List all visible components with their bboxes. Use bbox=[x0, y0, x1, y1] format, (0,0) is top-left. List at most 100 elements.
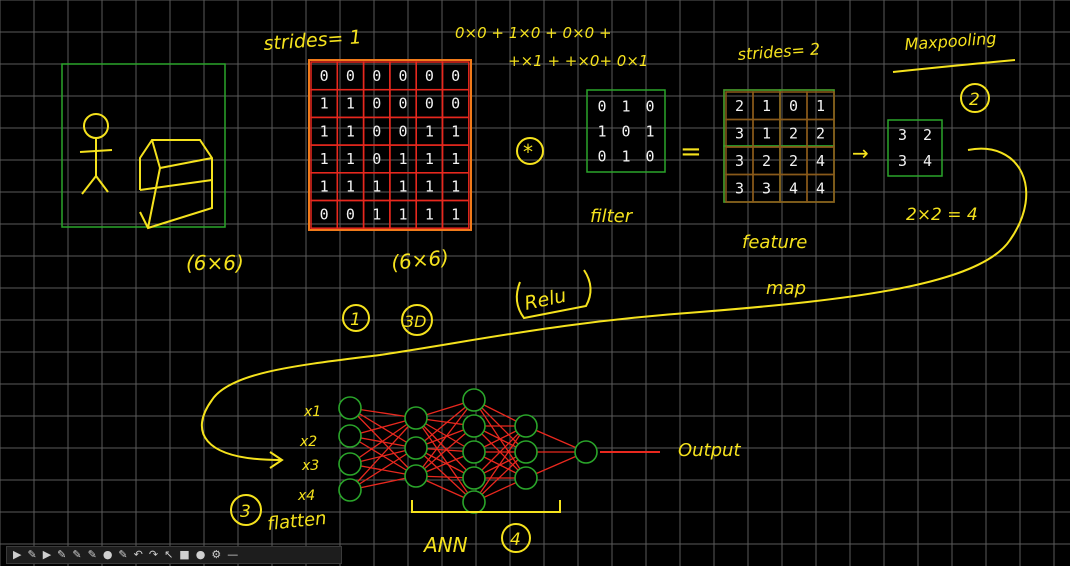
input-matrix-value: 0 bbox=[451, 95, 460, 113]
feature-map-value: 3 bbox=[762, 179, 771, 197]
convolution-calc-line-2: +×1 + +×0+ 0×1 bbox=[508, 52, 648, 70]
filter-value: 0 bbox=[621, 123, 630, 141]
toolbar-tool-icon[interactable]: ✎ bbox=[87, 548, 97, 561]
step-2-label: 2 bbox=[969, 90, 980, 110]
pooled-value: 2 bbox=[923, 126, 932, 144]
input-matrix-value: 1 bbox=[320, 178, 329, 196]
input-matrix-value: 1 bbox=[320, 150, 329, 168]
ann-node bbox=[404, 464, 428, 488]
toolbar-tool-icon[interactable]: ⚙ bbox=[211, 548, 222, 561]
input-matrix-value: 1 bbox=[320, 95, 329, 113]
ann-node bbox=[338, 452, 362, 476]
feature-map-value: 2 bbox=[816, 124, 825, 142]
input-matrix-value: 1 bbox=[346, 95, 355, 113]
input-matrix-value: 1 bbox=[346, 178, 355, 196]
feature-map-value: 3 bbox=[735, 124, 744, 142]
feature-map-value: 4 bbox=[816, 179, 825, 197]
ann-label: ANN bbox=[422, 533, 468, 557]
ann-edge bbox=[349, 447, 417, 491]
input-x2: x2 bbox=[299, 434, 317, 450]
ann-edge bbox=[415, 417, 475, 479]
step-4-label: 4 bbox=[510, 530, 521, 550]
filter-value: 0 bbox=[645, 148, 654, 166]
input-matrix-value: 0 bbox=[399, 95, 408, 113]
toolbar-tool-icon[interactable]: ▶ bbox=[42, 548, 52, 561]
ann-node bbox=[404, 406, 428, 430]
ann-node bbox=[462, 466, 486, 490]
toolbar-tool-icon[interactable]: — bbox=[227, 548, 239, 561]
pooled-value: 3 bbox=[898, 152, 907, 170]
input-x1: x1 bbox=[303, 404, 321, 420]
ann-brace bbox=[411, 500, 561, 513]
filter-value: 0 bbox=[597, 98, 606, 116]
flow-arrowhead bbox=[269, 451, 284, 469]
toolbar-tool-icon[interactable]: ▶ bbox=[13, 548, 22, 561]
ann-edge bbox=[349, 407, 417, 449]
input-matrix-value: 1 bbox=[425, 150, 434, 168]
toolbar-tool-icon[interactable]: ✎ bbox=[27, 548, 37, 561]
input-matrix-value: 0 bbox=[320, 205, 329, 223]
input-matrix-value: 1 bbox=[346, 150, 355, 168]
convolution-calc-line-1: 0×0 + 1×0 + 0×0 + bbox=[455, 24, 612, 42]
ann-node bbox=[462, 440, 486, 464]
input-matrix-value: 0 bbox=[372, 150, 381, 168]
feature-map-value: 2 bbox=[789, 152, 798, 170]
toolbar-tool-icon[interactable]: ■ bbox=[179, 548, 190, 561]
ann-edge bbox=[349, 417, 417, 491]
input-matrix-cell bbox=[441, 199, 470, 229]
pooling-arrow: → bbox=[852, 141, 869, 165]
input-matrix-value: 0 bbox=[451, 67, 460, 85]
feature-map-value: 1 bbox=[816, 97, 825, 115]
ann-edge bbox=[415, 399, 475, 477]
step-1-label: 1 bbox=[350, 310, 361, 330]
input-image-frame bbox=[61, 63, 226, 228]
ann-node bbox=[338, 424, 362, 448]
maxpooling-underline bbox=[892, 59, 1016, 73]
drawing-toolbar: ▶ ✎ ▶ ✎ ✎ ✎ ● ✎ ↶ ↷ ↖ ■ ● ⚙ — bbox=[6, 546, 342, 564]
toolbar-tool-icon[interactable]: ↷ bbox=[148, 548, 159, 561]
ann-edge bbox=[473, 451, 527, 503]
stick-figure bbox=[79, 113, 113, 195]
toolbar-tool-icon[interactable]: ↖ bbox=[164, 548, 174, 561]
step-2-circle bbox=[960, 83, 990, 113]
filter-value: 1 bbox=[621, 98, 630, 116]
step-3-label: 3 bbox=[240, 502, 251, 522]
input-matrix-frame bbox=[308, 59, 472, 231]
filter-frame bbox=[586, 89, 666, 173]
input-matrix-value: 1 bbox=[451, 178, 460, 196]
convolution-operator-circle bbox=[516, 137, 544, 165]
feature-map-value: 4 bbox=[789, 179, 798, 197]
toolbar-tool-icon[interactable]: ✎ bbox=[57, 548, 67, 561]
input-x3: x3 bbox=[301, 458, 319, 474]
ann-output-node bbox=[574, 440, 598, 464]
ann-node bbox=[462, 388, 486, 412]
input-matrix-value: 1 bbox=[451, 122, 460, 140]
input-matrix-value: 1 bbox=[372, 205, 381, 223]
ann-edge bbox=[473, 425, 527, 503]
input-matrix-value: 1 bbox=[399, 150, 408, 168]
toolbar-tool-icon[interactable]: ● bbox=[195, 548, 206, 561]
ann-node bbox=[338, 478, 362, 502]
toolbar-tool-icon[interactable]: ↶ bbox=[133, 548, 143, 561]
toolbar-tool-icon[interactable]: ✎ bbox=[72, 548, 82, 561]
toolbar-tool-icon[interactable]: ● bbox=[102, 548, 113, 561]
input-size-label: (6×6) bbox=[186, 251, 244, 275]
input-matrix-value: 0 bbox=[372, 122, 381, 140]
ann-edge bbox=[415, 447, 475, 503]
feature-label: feature bbox=[742, 232, 807, 253]
pooled-value: 4 bbox=[923, 152, 932, 170]
ann-node bbox=[462, 490, 486, 514]
toolbar-tool-icon[interactable]: ✎ bbox=[118, 548, 128, 561]
input-matrix-value: 0 bbox=[425, 95, 434, 113]
step-3-circle bbox=[230, 494, 262, 526]
feature-map-value: 0 bbox=[789, 97, 798, 115]
input-matrix-value: 1 bbox=[320, 122, 329, 140]
step-4-circle bbox=[501, 523, 531, 553]
ann-edge bbox=[349, 417, 417, 465]
equals-sign: = bbox=[680, 137, 702, 167]
convolution-operator: * bbox=[523, 140, 533, 164]
filter-value: 1 bbox=[645, 123, 654, 141]
feature-map-value: 3 bbox=[735, 179, 744, 197]
